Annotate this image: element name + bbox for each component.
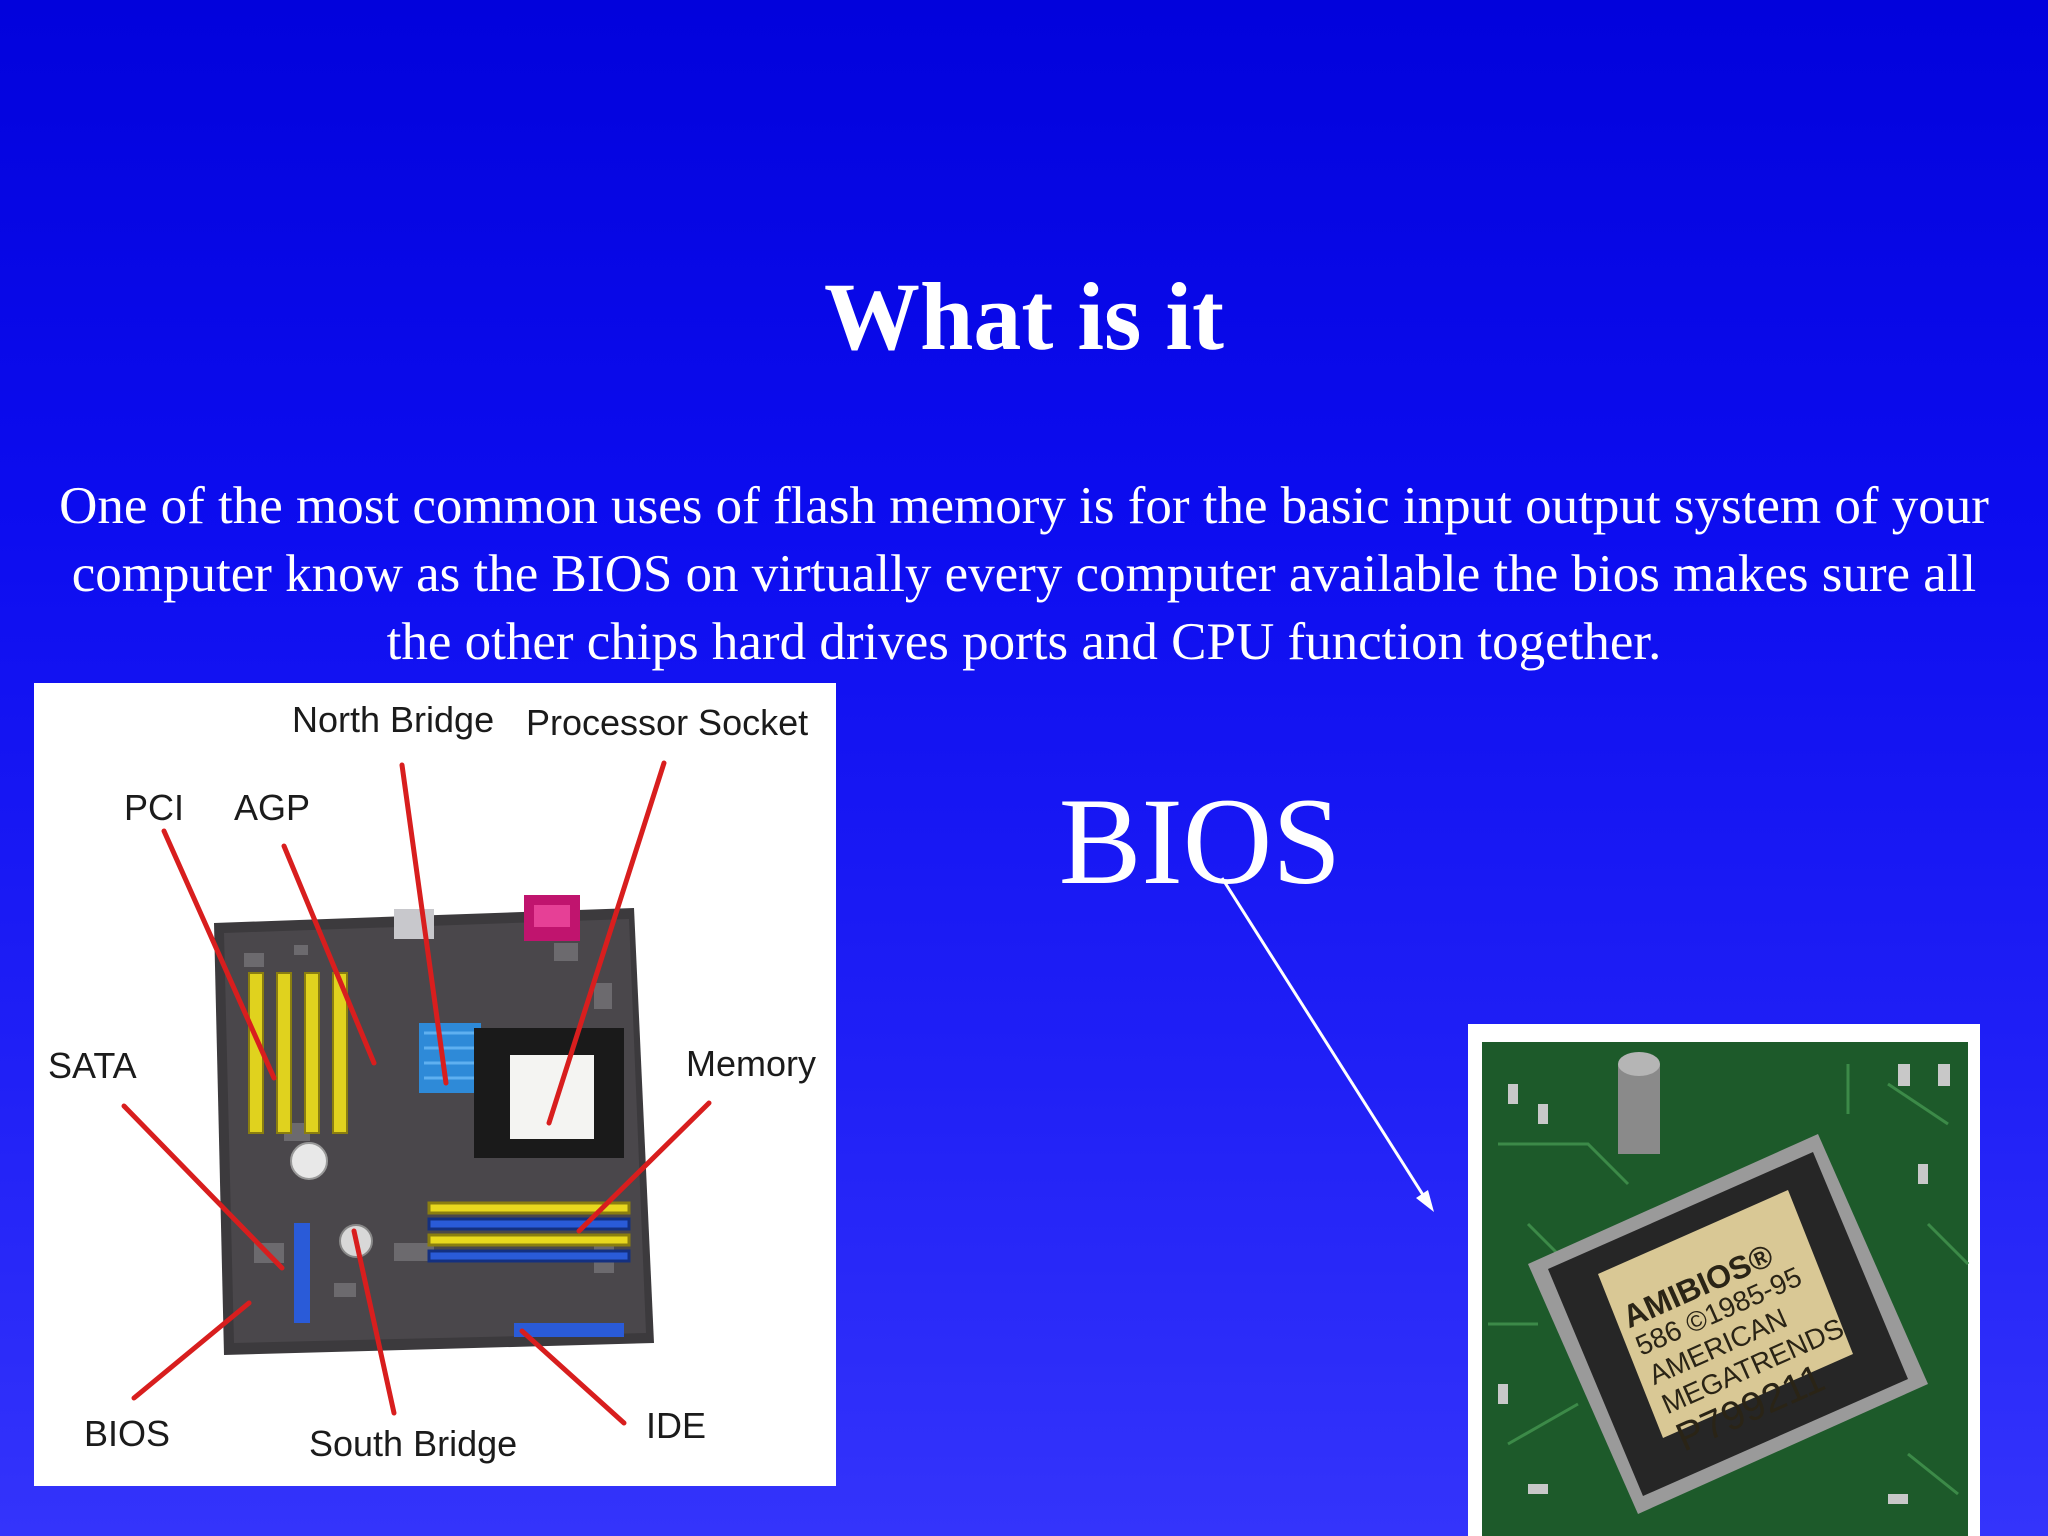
bios-chip-image: AMIBIOS® 586 ©1985-95 AMERICAN MEGATREND… bbox=[1468, 1024, 1980, 1536]
motherboard-image: North Bridge Processor Socket PCI AGP SA… bbox=[34, 683, 836, 1486]
callout-ide: IDE bbox=[646, 1405, 707, 1446]
callout-sata: SATA bbox=[48, 1045, 137, 1086]
callout-memory: Memory bbox=[686, 1043, 817, 1084]
callout-north-bridge: North Bridge bbox=[292, 699, 495, 740]
callout-bios: BIOS bbox=[84, 1413, 171, 1454]
callout-lines bbox=[121, 760, 712, 1426]
bios-label: BIOS bbox=[1058, 773, 1342, 910]
motherboard-illustration bbox=[121, 760, 712, 1426]
circuit-board-illustration bbox=[1468, 1024, 1980, 1536]
callout-processor-socket: Processor Socket bbox=[526, 702, 809, 743]
slide-body-text: One of the most common uses of flash mem… bbox=[59, 477, 1989, 671]
callout-agp: AGP bbox=[234, 787, 311, 828]
callout-south-bridge: South Bridge bbox=[309, 1423, 518, 1464]
callout-pci: PCI bbox=[124, 787, 185, 828]
slide-title: What is it bbox=[823, 263, 1225, 370]
